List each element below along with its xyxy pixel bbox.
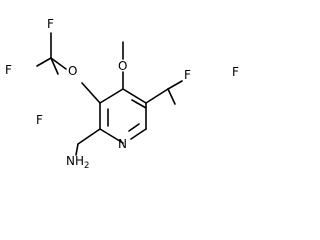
amine-symbol: NH [66, 154, 84, 168]
bond-c4-c5 [122, 88, 147, 104]
bond-c2-ch2 [77, 128, 101, 145]
bond-c3-o [81, 82, 101, 104]
bond-c6-n1 [130, 128, 147, 140]
bond-o-cf3 [50, 57, 67, 70]
bond-ch2-n [75, 143, 79, 156]
ring-nitrogen-label: N [118, 137, 127, 151]
bond-c4-c3 [99, 88, 124, 104]
fluorine-cf3-c-label: F [36, 113, 43, 127]
bond-c5-chf2 [145, 88, 169, 104]
amine-label: NH2 [66, 154, 89, 171]
bond-c6-n1-inner [128, 123, 140, 132]
molecule-structure: N O O F F F F F NH2 [5, 17, 239, 171]
bond-chf2-f-a [167, 80, 183, 90]
fluorine-chf2-b-label: F [232, 65, 239, 79]
fluorine-chf2-a-label: F [184, 68, 191, 82]
bond-chf2-f-b [167, 88, 176, 105]
fluorine-cf3-a-label: F [47, 17, 54, 31]
bond-c2-n1 [99, 128, 124, 144]
bond-c4-c5-inner [131, 99, 147, 109]
methoxy-oxygen-label: O [118, 59, 127, 73]
bond-cf3-f-c [50, 57, 59, 75]
ether-oxygen-label: O [68, 64, 77, 78]
fluorine-cf3-b-label: F [5, 63, 12, 77]
amine-subscript: 2 [84, 161, 89, 171]
bond-cf3-f-b [36, 57, 52, 67]
